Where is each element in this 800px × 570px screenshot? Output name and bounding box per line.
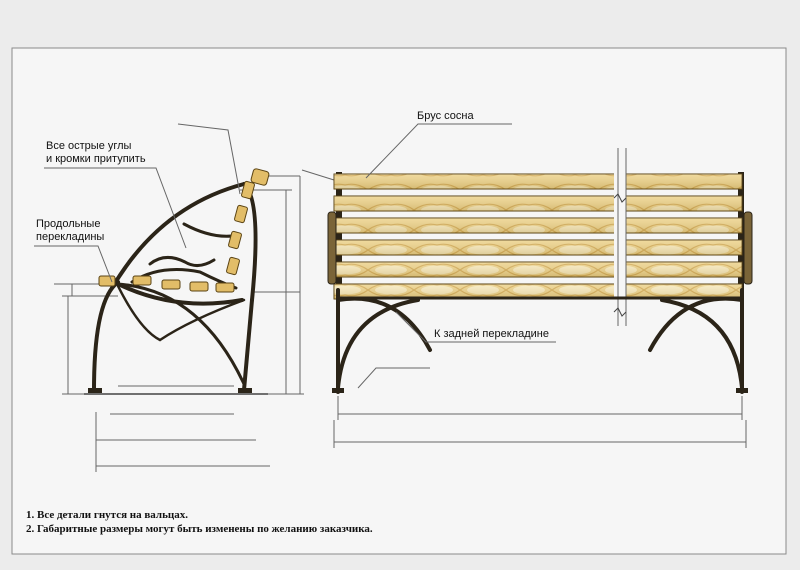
break-line [613, 148, 627, 326]
front-view-dimensions [333, 396, 747, 448]
label-sharp-edges-line1: Все острые углы [46, 140, 132, 152]
label-longitudinal-line2: перекладины [36, 231, 105, 243]
label-sharp-edges-line2: и кромки притупить [46, 153, 146, 165]
front-slats [333, 173, 743, 300]
side-slats [98, 168, 270, 293]
note-2: 2. Габаритные размеры могут быть изменен… [26, 523, 373, 535]
note-1: 1. Все детали гнутся на вальцах. [26, 509, 188, 521]
front-legs [336, 288, 744, 394]
label-pine-beam: Брус сосна [417, 110, 474, 122]
sheet-frame [11, 47, 787, 555]
side-view [34, 123, 335, 472]
label-rear-crossbar: К задней перекладине [434, 328, 549, 340]
front-view [327, 123, 753, 448]
label-longitudinal-line1: Продольные [36, 218, 101, 230]
